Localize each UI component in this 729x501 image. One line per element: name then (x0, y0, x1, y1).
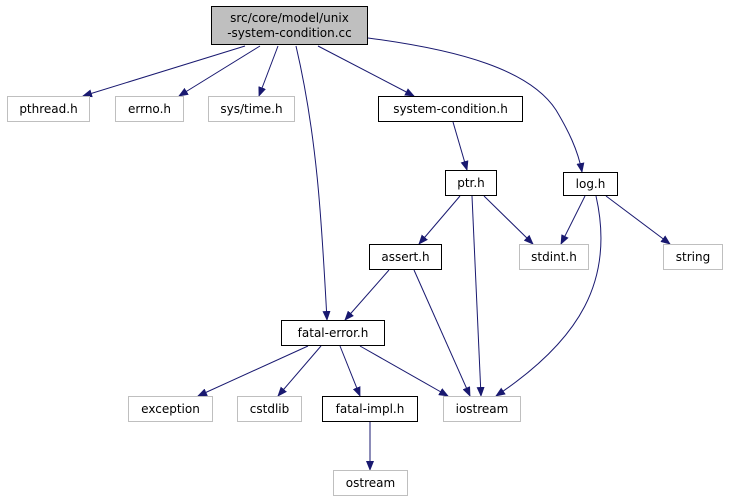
edge-fatalerror-exception (197, 345, 309, 397)
node-string: string (663, 244, 723, 270)
edge-ptr-stdint (483, 195, 534, 245)
edge-ptr-iostream (471, 195, 485, 397)
node-ostream: ostream (333, 470, 408, 496)
node-system-condition-h[interactable]: system-condition.h (378, 96, 523, 122)
edge-log-string (605, 195, 671, 245)
edge-root-syscond (317, 45, 415, 97)
node-fatal-error-h[interactable]: fatal-error.h (281, 320, 385, 346)
node-pthread-h: pthread.h (7, 96, 90, 122)
node-fatal-impl-h[interactable]: fatal-impl.h (322, 396, 418, 422)
node-label-line2: -system-condition.cc (227, 25, 352, 40)
edge-syscond-ptr (452, 121, 469, 171)
node-assert-h[interactable]: assert.h (369, 244, 442, 270)
edge-log-iostream (495, 195, 602, 397)
node-iostream: iostream (443, 396, 521, 422)
edge-assert-fatalerror (344, 269, 390, 321)
edge-root-fatalerror (295, 45, 331, 321)
edge-root-errno (178, 45, 261, 97)
node-sys-time-h: sys/time.h (208, 96, 295, 122)
edge-root-systime (258, 45, 279, 97)
edge-root-pthread (82, 45, 246, 98)
edge-ptr-assert (418, 195, 461, 245)
node-stdint-h: stdint.h (519, 244, 589, 270)
edge-fatalerror-cstdlib (277, 345, 322, 397)
edge-fatalerror-iostream (359, 345, 449, 397)
node-exception: exception (128, 396, 213, 422)
node-unix-system-condition-cc[interactable]: src/core/model/unix -system-condition.cc (211, 6, 368, 45)
node-cstdlib: cstdlib (237, 396, 302, 422)
edge-root-log (367, 37, 585, 173)
edge-log-stdint (560, 195, 586, 245)
node-label-line1: src/core/model/unix (230, 10, 349, 25)
node-log-h[interactable]: log.h (563, 172, 618, 196)
node-errno-h: errno.h (115, 96, 184, 122)
edge-assert-iostream (413, 269, 471, 397)
edge-fatalerror-fatalimpl (339, 345, 361, 397)
node-ptr-h[interactable]: ptr.h (445, 170, 497, 196)
